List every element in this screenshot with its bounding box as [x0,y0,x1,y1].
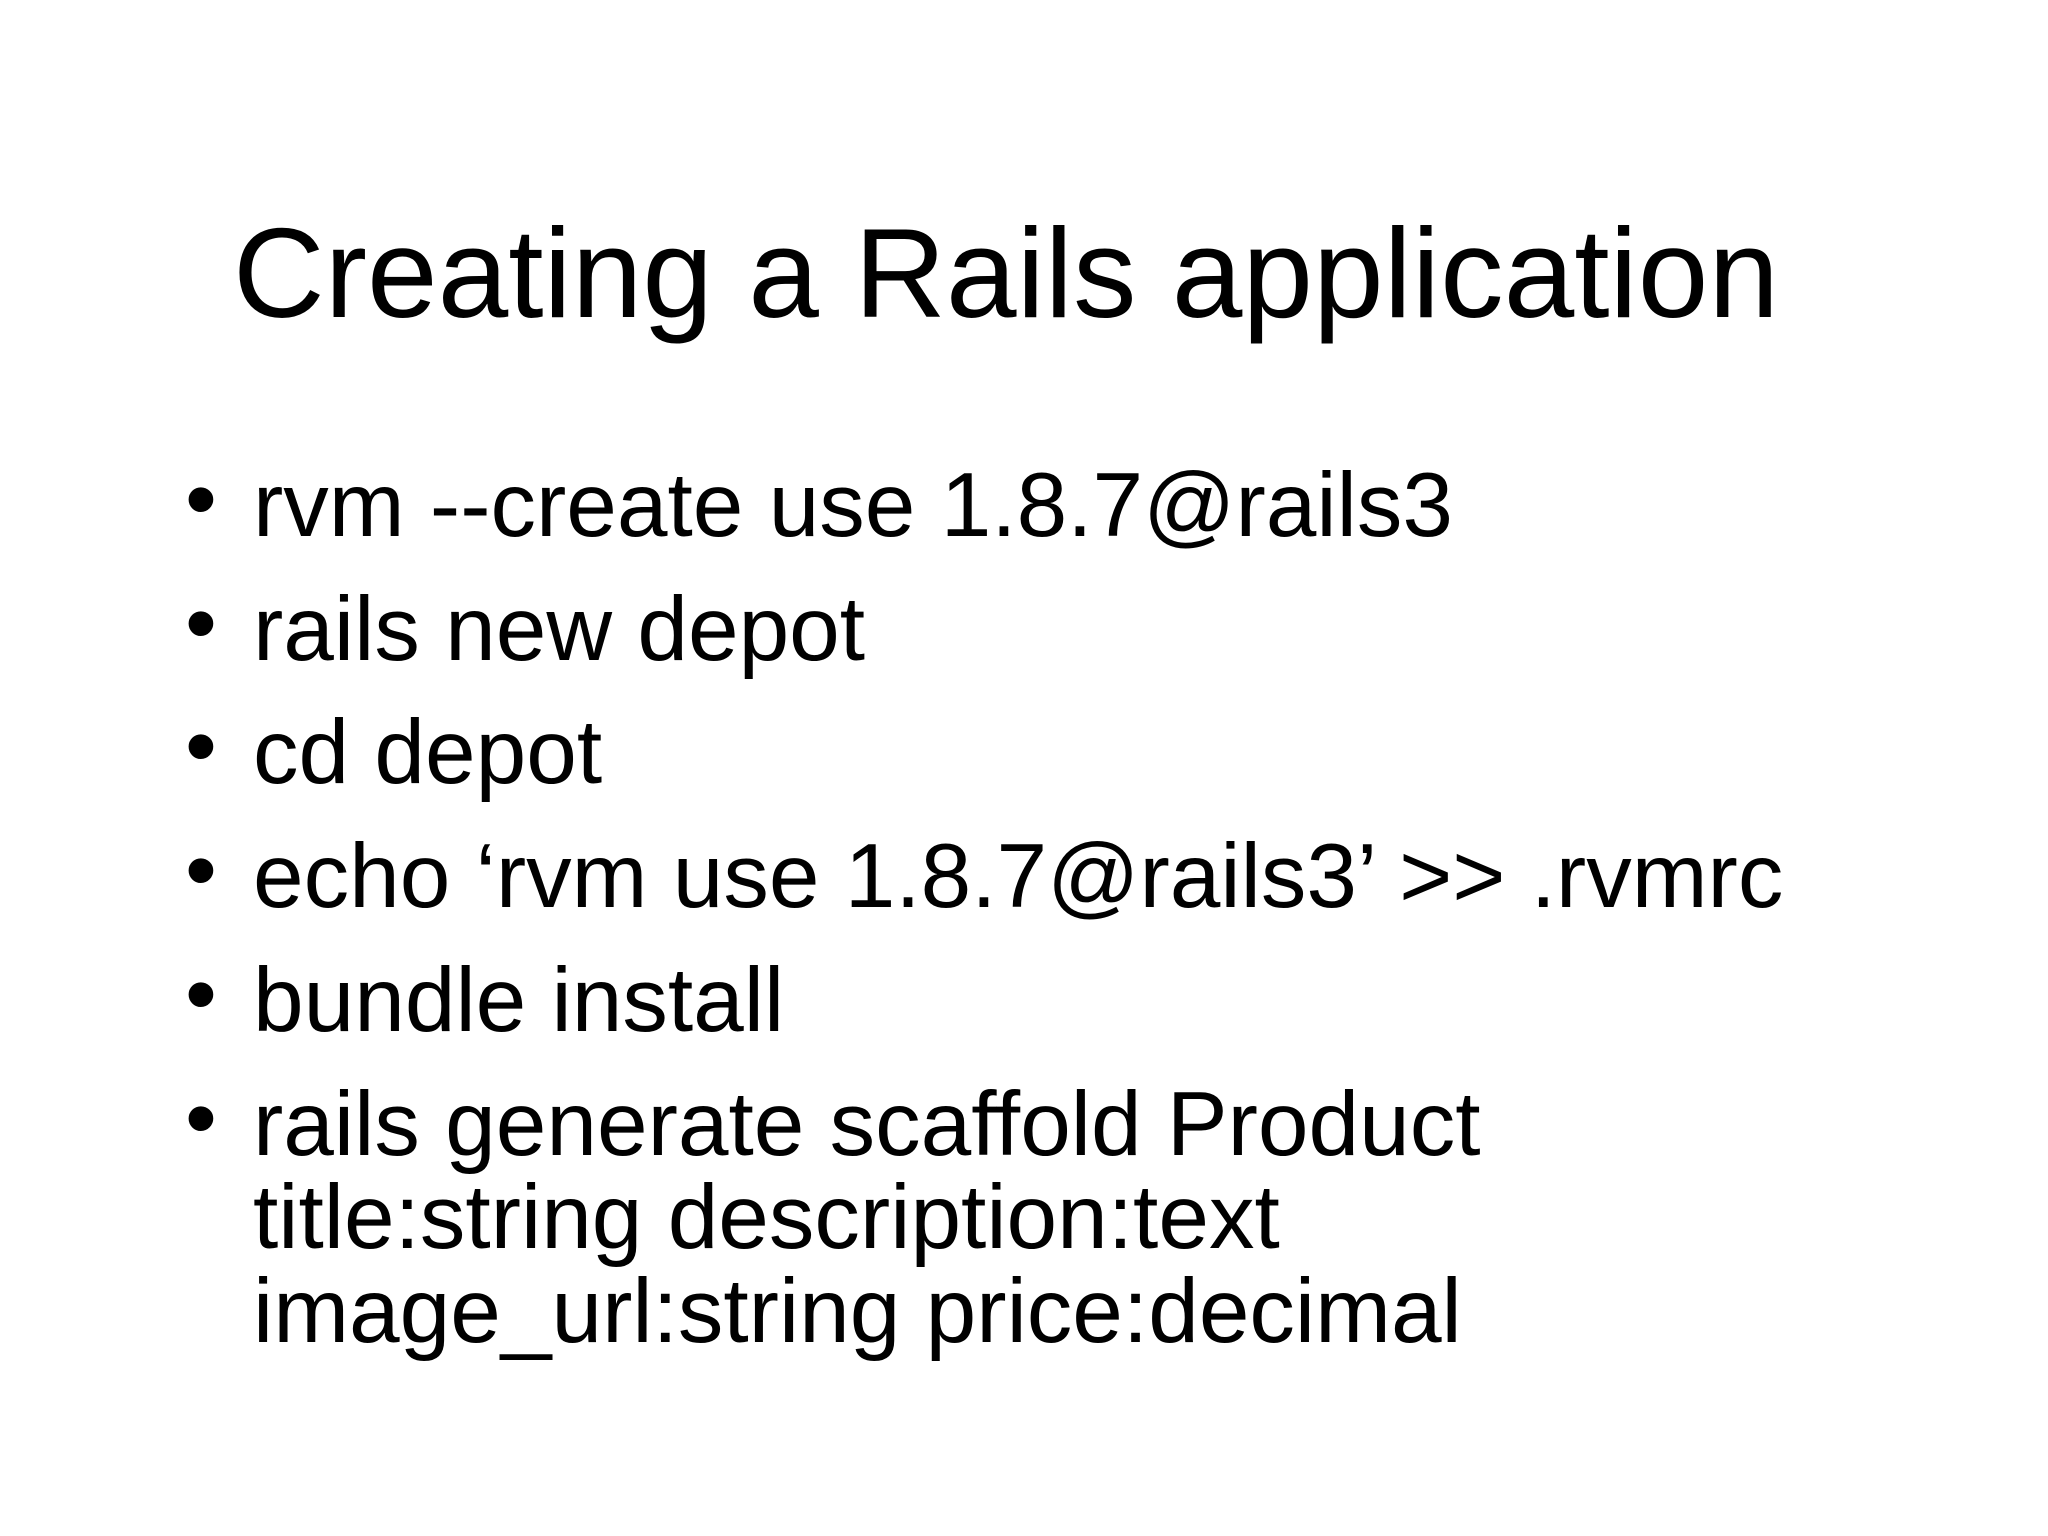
bullet-item: •rvm --create use 1.8.7@rails3 [185,453,1825,553]
bullet-text: rails new depot [253,578,866,680]
bullet-marker-icon: • [185,449,217,550]
slide-title: Creating a Rails application [232,202,1779,344]
bullet-marker-icon: • [185,943,217,1045]
bullet-list: •rvm --create use 1.8.7@rails3•rails new… [185,453,1825,1389]
bullet-text: rails generate scaffold Product title:st… [253,1073,1481,1363]
bullet-item: •cd depot [185,700,1825,800]
bullet-marker-icon: • [185,1067,217,1169]
bullet-item: •rails generate scaffold Product title:s… [185,1071,1825,1359]
bullet-marker-icon: • [185,820,217,922]
bullet-text: bundle install [253,949,785,1051]
bullet-item: •echo ‘rvm use 1.8.7@rails3’ >> .rvmrc [185,824,1825,924]
bullet-item: •bundle install [185,948,1825,1048]
bullet-marker-icon: • [185,696,217,798]
bullet-item: •rails new depot [185,576,1825,677]
bullet-text: echo ‘rvm use 1.8.7@rails3’ >> .rvmrc [253,826,1784,928]
bullet-text: cd depot [253,702,603,804]
bullet-text: rvm --create use 1.8.7@rails3 [253,455,1453,556]
bullet-marker-icon: • [185,572,217,674]
